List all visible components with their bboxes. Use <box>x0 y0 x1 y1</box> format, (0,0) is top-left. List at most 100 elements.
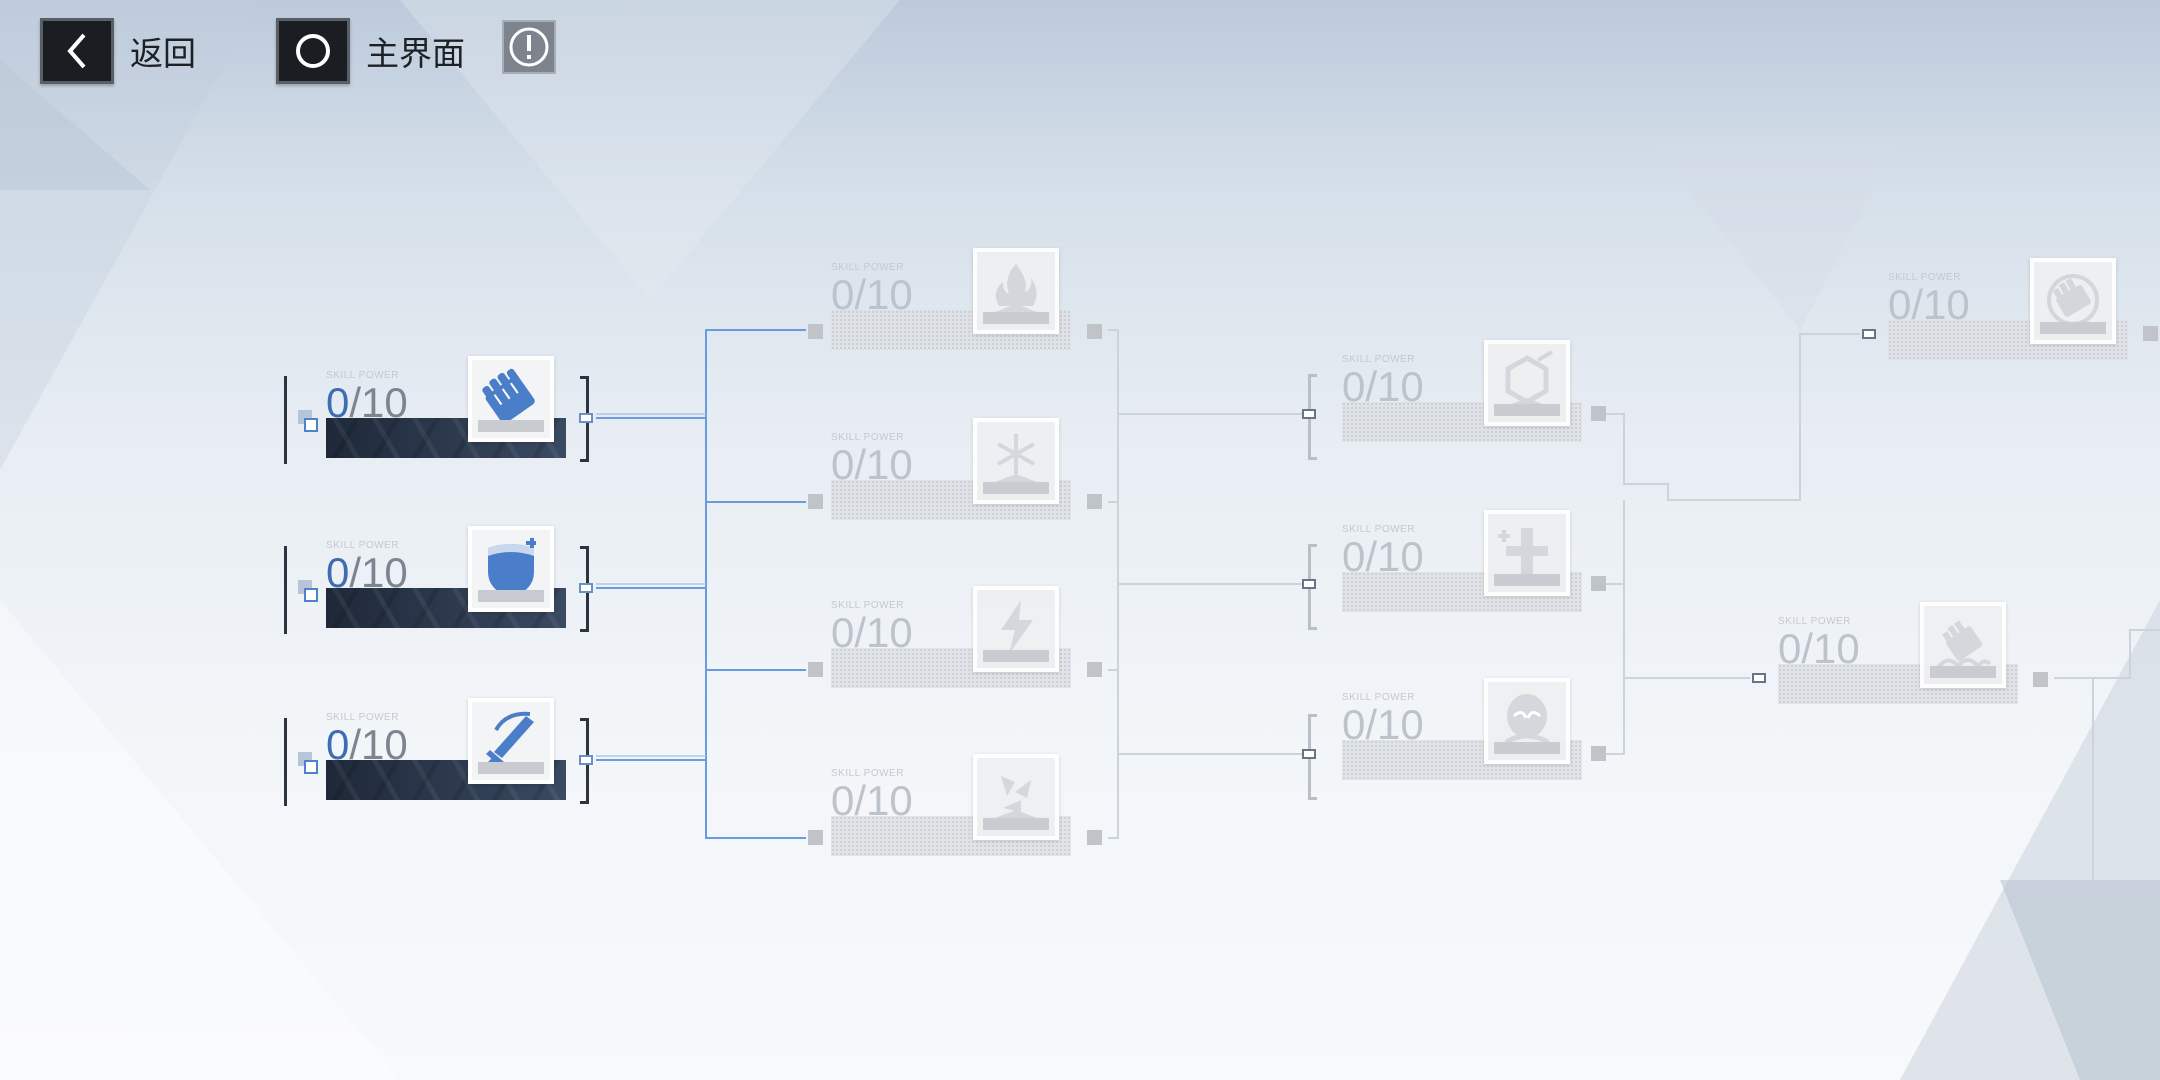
skill-caption: SKILL POWER <box>1888 272 1961 283</box>
icon-base <box>478 420 544 432</box>
skill-value: 0/10 <box>1342 533 1424 580</box>
node-marker <box>808 662 823 677</box>
back-icon-box[interactable] <box>40 18 114 84</box>
skill-node-wind[interactable]: SKILL POWER 0/10 <box>831 754 1076 864</box>
skill-node-cross[interactable]: SKILL POWER 0/10 <box>1342 510 1587 620</box>
node-marker <box>304 760 318 774</box>
connector <box>1302 579 1316 589</box>
home-icon-box[interactable] <box>276 18 350 84</box>
skill-node-blade[interactable]: SKILL POWER 0/10 <box>326 698 571 808</box>
node-marker <box>1087 662 1102 677</box>
node-marker <box>1591 576 1606 591</box>
connector <box>579 755 593 765</box>
skill-icon-frame[interactable] <box>973 248 1059 334</box>
skill-icon-frame[interactable] <box>1920 602 2006 688</box>
skill-caption: SKILL POWER <box>831 600 904 611</box>
node-marker <box>2033 672 2048 687</box>
chevron-left-icon <box>67 33 86 69</box>
skill-node-fist[interactable]: SKILL POWER 0/10 <box>326 356 571 466</box>
skill-icon-frame[interactable] <box>1484 678 1570 764</box>
skill-value: 0/10 <box>831 777 913 824</box>
skill-icon-frame[interactable] <box>468 698 554 784</box>
node-marker <box>808 324 823 339</box>
icon-base <box>1930 666 1996 678</box>
skill-node-ice[interactable]: SKILL POWER 0/10 <box>831 418 1076 528</box>
icon-base <box>1494 404 1560 416</box>
skill-caption: SKILL POWER <box>1342 354 1415 365</box>
skill-value: 0/10 <box>1342 701 1424 748</box>
icon-base <box>1494 574 1560 586</box>
gauntlet-icon <box>2047 274 2099 326</box>
connector <box>579 583 593 593</box>
exclamation-icon <box>509 27 549 67</box>
icon-base <box>983 818 1049 830</box>
cross-sword-icon <box>1498 528 1548 576</box>
home-label: 主界面 <box>366 35 465 72</box>
connector <box>1862 329 1876 339</box>
skill-value: 0/10 <box>1888 281 1970 328</box>
skill-node-shield[interactable]: SKILL POWER 0/10 <box>326 526 571 636</box>
skill-node-hex-strike[interactable]: SKILL POWER 0/10 <box>1342 340 1587 450</box>
skill-node-lightning[interactable]: SKILL POWER 0/10 <box>831 586 1076 696</box>
node-marker <box>304 418 318 432</box>
spirit-face-icon <box>1504 694 1550 745</box>
node-bracket-left <box>284 546 287 634</box>
skill-value: 0/10 <box>1778 625 1860 672</box>
skill-icon-frame[interactable] <box>1484 510 1570 596</box>
skill-caption: SKILL POWER <box>326 540 399 551</box>
skill-value: 0/10 <box>831 271 913 318</box>
node-marker <box>808 830 823 845</box>
node-marker <box>1087 494 1102 509</box>
skill-value: 0/10 <box>831 609 913 656</box>
skill-caption: SKILL POWER <box>1342 692 1415 703</box>
skill-value: 0/10 <box>326 379 408 426</box>
node-marker <box>1087 830 1102 845</box>
skill-node-fire[interactable]: SKILL POWER 0/10 <box>831 248 1076 358</box>
icon-base <box>478 762 544 774</box>
info-button[interactable] <box>502 20 556 74</box>
node-marker <box>808 494 823 509</box>
skill-caption: SKILL POWER <box>326 712 399 723</box>
snowflake-icon <box>995 434 1037 488</box>
skill-value: 0/10 <box>1342 363 1424 410</box>
shield-icon <box>488 538 536 598</box>
skill-caption: SKILL POWER <box>1342 524 1415 535</box>
node-marker <box>1591 406 1606 421</box>
skill-icon-frame[interactable] <box>973 754 1059 840</box>
node-bracket-left <box>284 376 287 464</box>
connector <box>579 413 593 423</box>
skill-icon-frame[interactable] <box>2030 258 2116 344</box>
skill-value: 0/10 <box>326 549 408 596</box>
skill-node-fist-gauntlet[interactable]: SKILL POWER 0/10 <box>1888 258 2133 368</box>
node-marker <box>1591 746 1606 761</box>
skill-caption: SKILL POWER <box>831 262 904 273</box>
connector <box>1752 673 1766 683</box>
icon-base <box>983 650 1049 662</box>
skill-value: 0/10 <box>326 721 408 768</box>
storm-fist-icon <box>1936 620 1992 670</box>
skill-icon-frame[interactable] <box>973 586 1059 672</box>
skill-caption: SKILL POWER <box>831 768 904 779</box>
icon-base <box>983 312 1049 324</box>
back-label: 返回 <box>130 35 196 72</box>
connector <box>1302 409 1316 419</box>
skill-node-spirit[interactable]: SKILL POWER 0/10 <box>1342 678 1587 788</box>
skill-caption: SKILL POWER <box>1778 616 1851 627</box>
icon-base <box>1494 742 1560 754</box>
icon-base <box>2040 322 2106 334</box>
skill-icon-frame[interactable] <box>1484 340 1570 426</box>
skill-node-fist-storm[interactable]: SKILL POWER 0/10 <box>1778 602 2023 712</box>
skill-icon-frame[interactable] <box>468 356 554 442</box>
home-button[interactable]: 主界面 <box>276 18 465 84</box>
skill-value: 0/10 <box>831 441 913 488</box>
skill-icon-frame[interactable] <box>468 526 554 612</box>
skill-icon-frame[interactable] <box>973 418 1059 504</box>
icon-base <box>478 590 544 602</box>
skill-caption: SKILL POWER <box>326 370 399 381</box>
node-bracket-left <box>284 718 287 806</box>
node-marker <box>304 588 318 602</box>
back-button[interactable]: 返回 <box>40 18 196 84</box>
node-marker <box>2143 326 2158 341</box>
